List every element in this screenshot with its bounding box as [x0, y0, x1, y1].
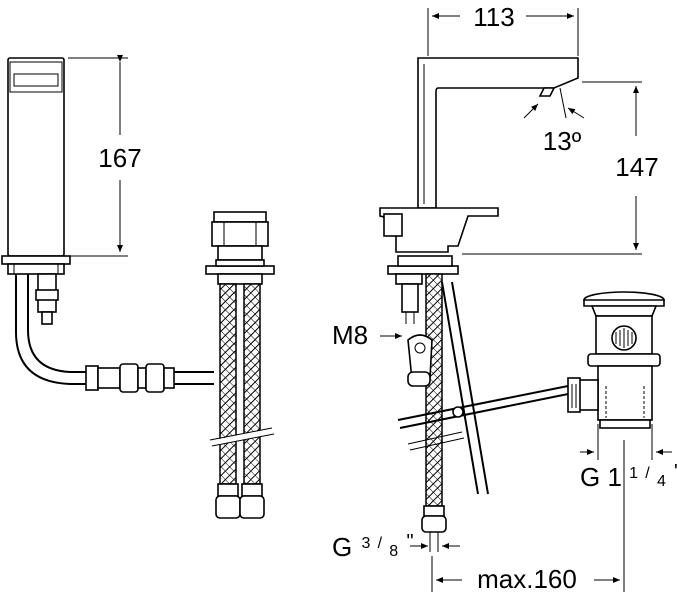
g38-prefix: G [332, 532, 352, 562]
supply-hoses [205, 211, 276, 519]
side-view-faucet: 167 [1, 55, 214, 393]
dim-13deg-label: 13º [543, 126, 582, 156]
g114-suffix: " [674, 461, 677, 483]
dim-g114-label: G 1 1 / 4 " [580, 454, 677, 492]
g114-num: 1 [629, 465, 638, 482]
g38-den: 8 [389, 543, 398, 560]
g114-den: 4 [657, 473, 666, 490]
pop-up-waste [567, 291, 665, 429]
g38-slash: / [378, 535, 383, 552]
g38-suffix: " [406, 531, 413, 553]
dim-147-label: 147 [615, 152, 658, 182]
g38-num: 3 [361, 535, 370, 552]
dim-113-label: 113 [473, 2, 514, 32]
g114-prefix: G 1 [580, 462, 622, 492]
dimensions-right: 113 13º 147 M8 G 3 / 8 " G 1 1 [332, 2, 677, 594]
dim-m8-label: M8 [332, 320, 368, 350]
g114-slash: / [645, 465, 650, 482]
dim-167-label: 167 [98, 143, 141, 173]
dim-max160-label: max.160 [477, 564, 577, 594]
front-view-faucet [379, 57, 579, 552]
dim-g38-label: G 3 / 8 " [332, 524, 414, 562]
